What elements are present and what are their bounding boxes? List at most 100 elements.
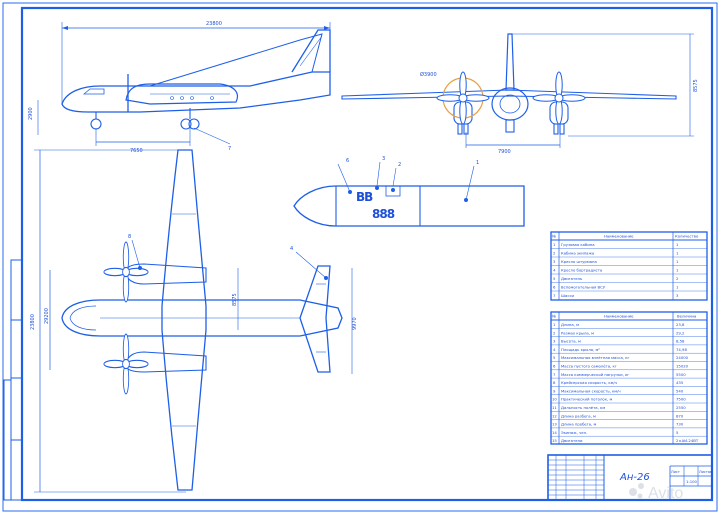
- callout-2: 2: [398, 162, 401, 168]
- title-block-text: Ан-26 Лист Листов 1:100: [619, 470, 712, 484]
- svg-text:1: 1: [553, 322, 556, 327]
- svg-text:Длина пробега, м: Длина пробега, м: [561, 422, 597, 427]
- svg-text:15020: 15020: [676, 364, 689, 369]
- callout-8: 8: [128, 234, 131, 240]
- svg-text:5500: 5500: [676, 372, 686, 377]
- svg-text:Двигатель: Двигатель: [561, 276, 583, 281]
- svg-text:1: 1: [553, 242, 556, 247]
- svg-text:2550: 2550: [676, 405, 686, 410]
- svg-text:23,8: 23,8: [676, 322, 685, 327]
- svg-text:8: 8: [553, 380, 556, 385]
- front-right-propeller: [532, 71, 586, 125]
- callout-3: 3: [382, 156, 385, 162]
- svg-text:2×АИ-24ВТ: 2×АИ-24ВТ: [676, 438, 699, 443]
- svg-text:1: 1: [676, 285, 679, 290]
- svg-text:2: 2: [676, 276, 679, 281]
- svg-text:Кресло бортрадиста: Кресло бортрадиста: [561, 268, 602, 273]
- svg-text:Величина: Величина: [677, 314, 696, 319]
- svg-text:12: 12: [552, 413, 557, 418]
- svg-text:Двигатели: Двигатели: [561, 438, 583, 443]
- svg-text:5: 5: [676, 430, 679, 435]
- svg-text:15: 15: [552, 438, 557, 443]
- svg-text:Крейсерская скорость, км/ч: Крейсерская скорость, км/ч: [561, 380, 617, 385]
- callout-7: 7: [228, 146, 231, 152]
- svg-text:Грузовая кабина: Грузовая кабина: [561, 242, 595, 247]
- svg-text:11: 11: [552, 405, 557, 410]
- svg-text:2: 2: [553, 251, 556, 256]
- top-right-propeller: [103, 333, 149, 395]
- front-view: [341, 33, 694, 148]
- front-view-dimension-texts: 7900 8575 Ø3900: [420, 71, 699, 155]
- top-left-propeller: [103, 241, 149, 303]
- svg-text:7500: 7500: [676, 397, 686, 402]
- specs-table: [550, 311, 708, 445]
- svg-text:Кресло штурмана: Кресло штурмана: [561, 259, 597, 264]
- svg-text:540: 540: [676, 388, 684, 393]
- svg-text:9: 9: [553, 388, 556, 393]
- svg-text:Длина разбега, м: Длина разбега, м: [561, 413, 596, 418]
- svg-text:Максимальная взлётная масса, к: Максимальная взлётная масса, кг: [561, 355, 630, 360]
- cabin-seats-front: BB: [356, 190, 373, 204]
- watermark-text: Avito: [648, 485, 683, 502]
- svg-text:Шасси: Шасси: [561, 293, 575, 298]
- svg-text:10: 10: [552, 397, 557, 402]
- svg-text:6: 6: [553, 364, 556, 369]
- svg-text:№: №: [552, 234, 556, 239]
- callout-1: 1: [476, 160, 479, 166]
- drawing-title: Ан-26: [619, 472, 650, 483]
- dim-top-length-left: 23800: [30, 314, 36, 330]
- svg-text:7: 7: [553, 372, 556, 377]
- title-block: [547, 454, 713, 501]
- svg-text:1: 1: [676, 251, 679, 256]
- inner-frame: [20, 6, 714, 502]
- watermark: Avito: [629, 483, 683, 502]
- left-margin-strip: [3, 259, 23, 501]
- svg-text:1: 1: [676, 259, 679, 264]
- callout-6: 6: [346, 158, 349, 164]
- svg-text:3: 3: [676, 293, 679, 298]
- dim-top-tail: 9970: [352, 317, 358, 330]
- svg-text:№: №: [552, 314, 556, 319]
- svg-text:5: 5: [553, 276, 556, 281]
- stamp-sheets: Листов: [699, 470, 712, 474]
- svg-text:870: 870: [676, 413, 684, 418]
- svg-text:3: 3: [553, 259, 556, 264]
- svg-text:29,2: 29,2: [676, 330, 685, 335]
- callout-4: 4: [290, 246, 293, 252]
- svg-text:Максимальная скорость, км/ч: Максимальная скорость, км/ч: [561, 388, 621, 393]
- side-view: [37, 22, 331, 146]
- svg-text:Высота, м: Высота, м: [561, 339, 581, 344]
- svg-text:Масса коммерческой нагрузки, к: Масса коммерческой нагрузки, кг: [561, 372, 629, 377]
- dim-front-track: 7900: [498, 149, 511, 155]
- svg-text:6: 6: [553, 285, 556, 290]
- svg-text:Размах крыла, м: Размах крыла, м: [561, 330, 594, 335]
- svg-text:14: 14: [552, 430, 557, 435]
- svg-text:Экипаж, чел.: Экипаж, чел.: [561, 430, 587, 435]
- cabin-texts: BB 888 6 3 2 1: [346, 156, 479, 221]
- svg-text:3: 3: [553, 339, 556, 344]
- svg-text:8,58: 8,58: [676, 339, 685, 344]
- svg-text:13: 13: [552, 422, 557, 427]
- svg-text:Масса пустого самолёта, кг: Масса пустого самолёта, кг: [561, 364, 617, 369]
- svg-text:Кабина экипажа: Кабина экипажа: [561, 251, 594, 256]
- front-left-propeller: [436, 71, 490, 125]
- svg-text:1: 1: [676, 268, 679, 273]
- svg-text:4: 4: [553, 347, 556, 352]
- svg-text:Практический потолок, м: Практический потолок, м: [561, 397, 612, 402]
- svg-text:24000: 24000: [676, 355, 689, 360]
- top-view-dimension-texts: 23800 29200 8575 9970 4 8: [30, 234, 358, 330]
- svg-text:Дальность полёта, км: Дальность полёта, км: [561, 405, 605, 410]
- svg-text:435: 435: [676, 380, 684, 385]
- cabin-layout: [293, 161, 525, 227]
- svg-text:Наименование: Наименование: [604, 314, 634, 319]
- svg-text:7: 7: [553, 293, 556, 298]
- svg-text:Длина, м: Длина, м: [561, 322, 579, 327]
- cabin-markers: [348, 186, 468, 202]
- dim-prop-diameter: Ø3900: [420, 71, 437, 78]
- svg-text:Вспомогательная ВСУ: Вспомогательная ВСУ: [561, 285, 606, 290]
- side-view-dimension-texts: 23800 7650 2900 7: [28, 21, 231, 154]
